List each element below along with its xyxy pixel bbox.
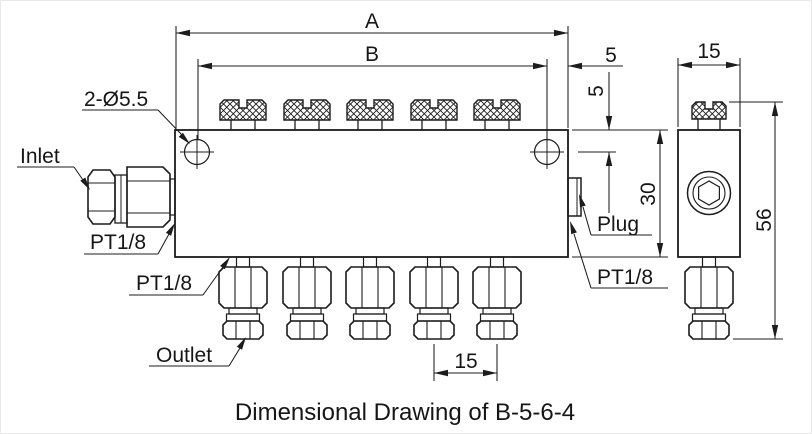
outlet-fitting-4 [409,256,459,340]
dim-A: A [175,10,569,128]
dim-body-height-label: 30 [637,182,660,205]
dim-outlet-pitch: 15 [433,344,498,381]
top-screw-1 [219,99,267,131]
side-outlet-fitting [684,256,734,340]
dim-hole-offset-label: 5 [585,85,608,97]
drawing-caption: Dimensional Drawing of B-5-6-4 [235,399,575,426]
outlet-thread-label: PT1/8 [136,272,192,295]
dim-overall-height-label: 56 [753,208,776,231]
callout-inlet-thread: PT1/8 [84,223,175,255]
callout-outlet: Outlet [149,337,246,367]
dim-overall-height: 56 [729,101,783,340]
dim-right-offset: 5 [568,44,623,70]
dim-outlet-pitch-label: 15 [454,350,477,373]
callout-plug: Plug [579,194,652,236]
dim-B-label: B [365,43,379,66]
side-view [677,101,741,340]
outlet-label: Outlet [156,344,212,367]
inlet-label: Inlet [20,145,60,168]
outlet-fitting-1 [218,256,268,340]
top-screw-4 [410,99,458,131]
socket-bolt [686,170,732,216]
callout-mount-holes: 2-Ø5.5 [82,88,190,144]
plug-label: Plug [597,213,639,236]
mount-hole-left [180,135,214,169]
mount-holes-label: 2-Ø5.5 [84,88,148,111]
outlet-fitting-3 [345,256,395,340]
manifold-body [174,129,569,258]
callout-labels: 2-Ø5.5 Inlet PT1/8 PT1/8 Outlet [17,88,668,367]
dim-right-offset-label: 5 [605,44,617,67]
side-top-screw [691,101,727,131]
top-screw-3 [346,99,394,131]
dimension-lines: A B 5 5 30 [175,10,783,381]
top-screw-2 [283,99,331,131]
outlet-fitting-5 [472,256,522,340]
inlet-fitting [87,166,176,228]
side-plug [567,177,582,217]
callout-inlet: Inlet [17,145,90,190]
dim-A-label: A [365,10,379,33]
dim-hole-offset: 5 [572,72,668,213]
callout-plug-thread: PT1/8 [570,221,668,289]
dim-side-width-label: 15 [697,40,720,63]
dim-body-height: 30 [572,130,668,258]
top-screw-5 [473,99,521,131]
outlet-fitting-2 [282,256,332,340]
front-view [87,99,582,340]
inlet-thread-label: PT1/8 [90,231,146,254]
callout-outlet-thread: PT1/8 [129,257,230,296]
dim-B: B [197,43,548,143]
dim-side-width: 15 [677,40,741,127]
plug-thread-label: PT1/8 [597,266,653,289]
